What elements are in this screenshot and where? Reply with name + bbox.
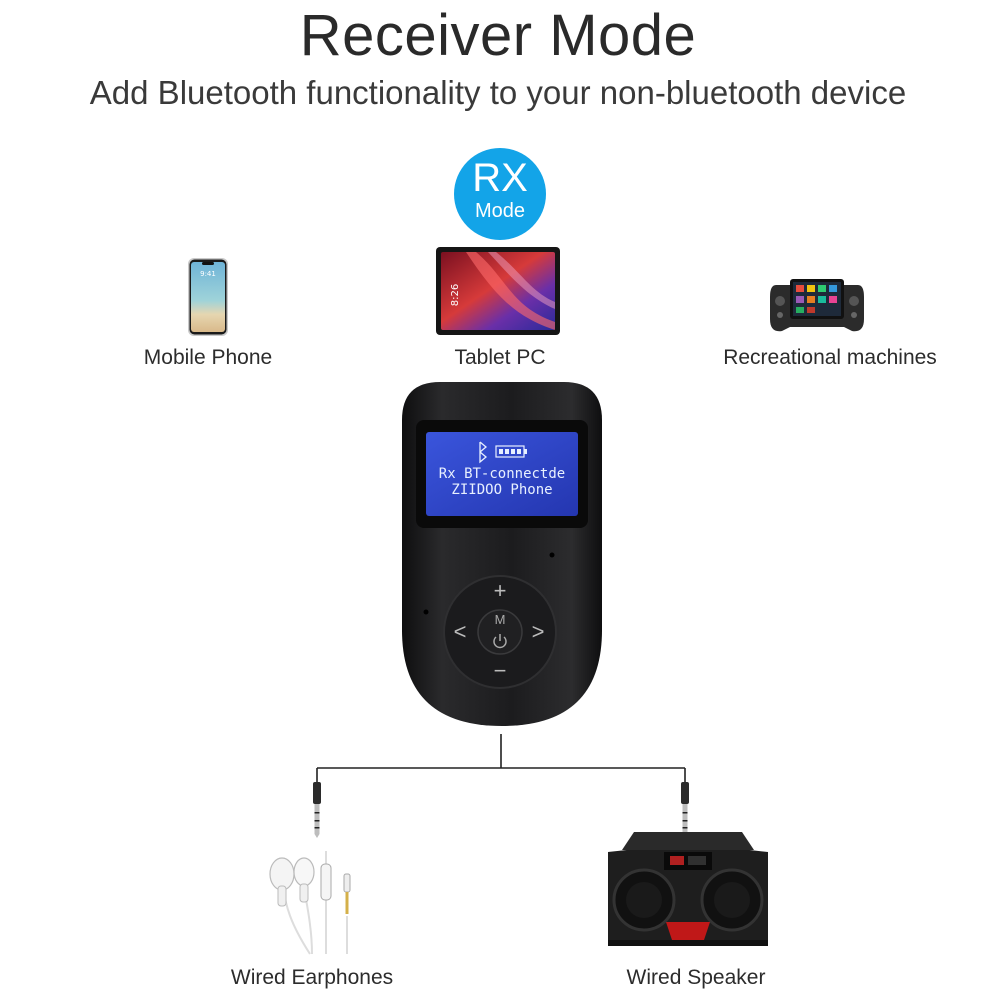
mode-button[interactable]: M	[494, 612, 506, 627]
badge-bottom-text: Mode	[474, 200, 526, 222]
mobile-phone-image: 9:41	[188, 258, 228, 336]
lcd-line-1: Rx BT-connectde	[439, 466, 565, 482]
source-label-recreational-machines: Recreational machines	[723, 346, 937, 369]
lcd-line-2: ZIIDOO Phone	[451, 482, 552, 498]
volume-down-button[interactable]: −	[493, 658, 507, 683]
audio-jack-left	[313, 782, 321, 838]
previous-button[interactable]: <	[453, 619, 467, 644]
bluetooth-icon	[479, 441, 488, 464]
wired-earphones-image	[269, 851, 351, 955]
page-subtitle: Add Bluetooth functionality to your non-…	[89, 74, 907, 111]
game-console-image	[770, 279, 864, 332]
audio-jack-right	[681, 782, 689, 838]
volume-up-button[interactable]: +	[493, 578, 507, 603]
receiver-device: Rx BT-connectde ZIIDOO Phone	[402, 382, 602, 726]
source-label-tablet-pc: Tablet PC	[454, 346, 546, 369]
battery-icon	[495, 445, 527, 458]
tablet-image: 8:26	[436, 247, 560, 335]
svg-text:9:41: 9:41	[200, 270, 216, 278]
page-title: Receiver Mode	[299, 3, 697, 68]
next-button[interactable]: >	[531, 619, 545, 644]
wired-speaker-image	[608, 832, 768, 946]
rx-mode-badge: RX Mode	[454, 148, 546, 240]
output-label-wired-earphones: Wired Earphones	[230, 966, 394, 989]
power-icon[interactable]	[491, 633, 509, 651]
svg-text:8:26: 8:26	[450, 284, 461, 306]
output-label-wired-speaker: Wired Speaker	[626, 966, 766, 989]
source-label-mobile-phone: Mobile Phone	[143, 346, 273, 369]
badge-top-text: RX	[472, 156, 528, 200]
